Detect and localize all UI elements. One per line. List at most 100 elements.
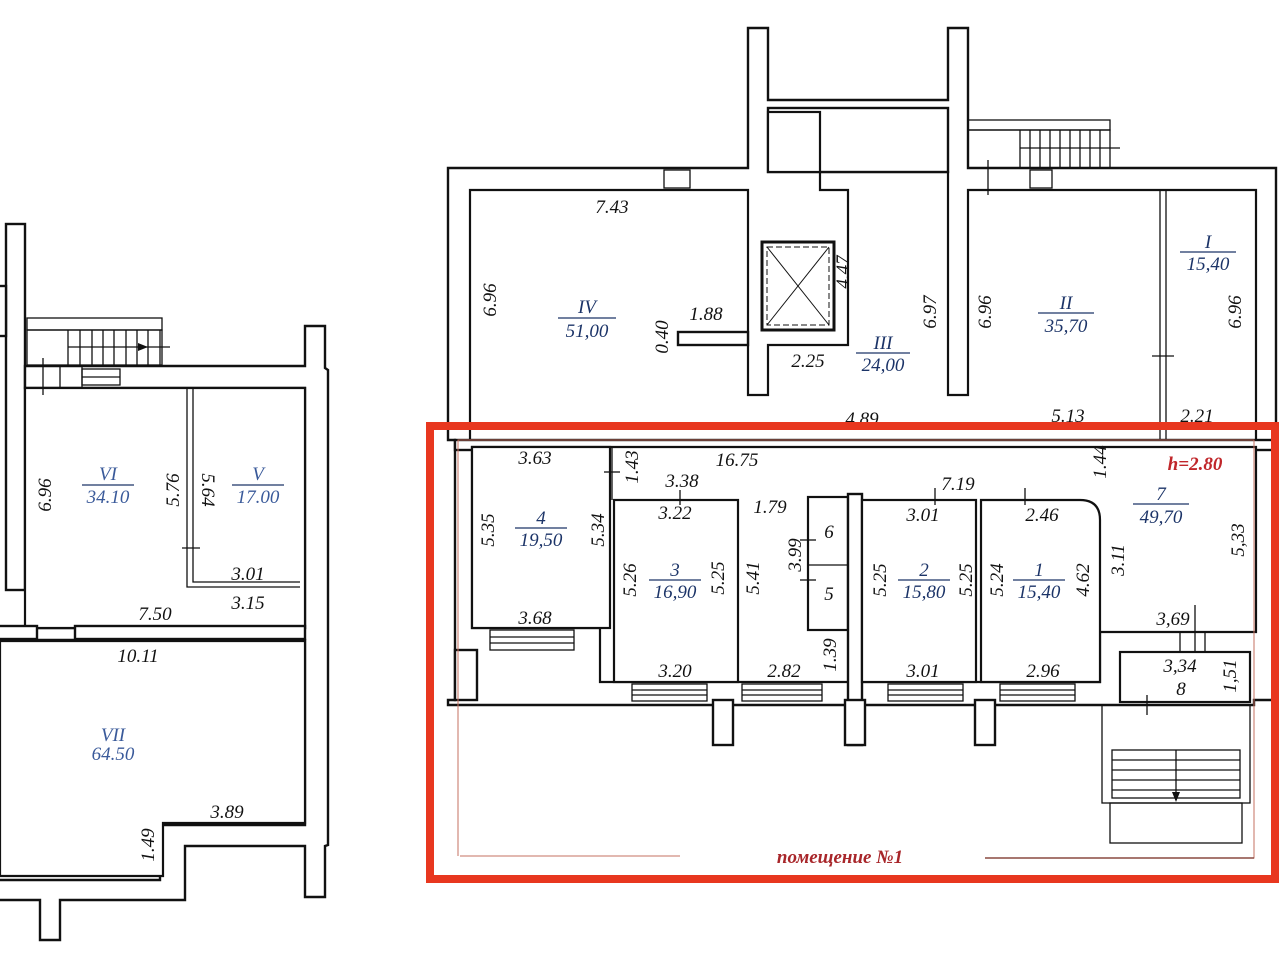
- room-8: [1118, 650, 1252, 704]
- room-VII: [0, 639, 307, 878]
- dim-label: 2.82: [767, 661, 801, 682]
- dim-label: 5.34: [588, 513, 609, 547]
- room-2: [860, 498, 978, 684]
- dim-label: 5.76: [163, 473, 184, 507]
- room-area: 16,90: [654, 582, 697, 603]
- dim-label: 3.15: [230, 593, 264, 614]
- dim-label: 6.96: [480, 283, 501, 317]
- room-number: IV: [577, 297, 598, 318]
- dim-label: 3.68: [517, 608, 552, 629]
- corridor-wall-left: [0, 624, 39, 641]
- dim-label: 2.96: [1026, 661, 1060, 682]
- wall-fragment: [0, 284, 8, 338]
- pier: [973, 698, 997, 747]
- dim-label: 1.44: [1090, 445, 1111, 479]
- dim-label: 5.35: [478, 513, 499, 546]
- room-label-7: 7 49,70: [1133, 484, 1189, 528]
- dim-label: 2.21: [1180, 406, 1213, 427]
- dim-label: 3.38: [664, 471, 699, 492]
- dim-label: 3,34: [1162, 656, 1197, 677]
- dim-label: 7.50: [138, 604, 172, 625]
- room-area: 15,40: [1187, 254, 1230, 275]
- dim-label: 3.89: [209, 802, 244, 823]
- pier: [453, 648, 479, 702]
- dim-label: 5.13: [1051, 406, 1084, 427]
- room-number: II: [1059, 293, 1074, 314]
- room-area: 35,70: [1044, 316, 1088, 337]
- corridor-wall-right: [73, 624, 307, 641]
- entrance-stair: [1101, 695, 1251, 844]
- room-label-6: 6: [824, 522, 834, 543]
- dim-label: 5,33: [1228, 523, 1249, 556]
- dim-label: 5.64: [197, 473, 218, 507]
- pier: [843, 698, 867, 747]
- dim-label: 7.19: [941, 474, 975, 495]
- room-number: 1: [1034, 560, 1044, 581]
- room-number: 4: [536, 508, 546, 529]
- dim-label: 10.11: [117, 646, 158, 667]
- room-label-1: 1 15,40: [1013, 560, 1065, 603]
- room-number: VII: [101, 725, 127, 746]
- room-label-VII: VII 64.50: [92, 725, 135, 765]
- ceiling-height: h=2.80: [1168, 454, 1223, 475]
- dim-label: 3.11: [1108, 544, 1129, 577]
- dim-label: 3,69: [1155, 609, 1190, 630]
- room-area: 15,80: [903, 582, 946, 603]
- dim-label: 0.40: [652, 320, 673, 354]
- room-number: V: [252, 464, 266, 485]
- room-number: 2: [919, 560, 929, 581]
- room-label-VI: VI 34.10: [82, 464, 134, 508]
- room-label-8: 8: [1176, 679, 1186, 700]
- room-number: III: [873, 333, 895, 354]
- windows: [489, 447, 1206, 702]
- dim-label: 3.99: [785, 538, 806, 573]
- dim-label: 5.26: [620, 563, 641, 597]
- dim-label: 1.43: [622, 450, 643, 483]
- dim-label: 3.01: [905, 661, 939, 682]
- dim-label: 6.96: [35, 478, 56, 512]
- room-label-3: 3 16,90: [649, 560, 701, 603]
- dim-label: 3.63: [517, 448, 551, 469]
- room-label-V: V 17.00: [232, 464, 284, 508]
- room-area: 64.50: [92, 744, 135, 765]
- dim-label: 1.79: [753, 497, 787, 518]
- room-label-4: 4 19,50: [515, 508, 567, 551]
- dim-label: 5.25: [708, 561, 729, 594]
- dim-label: 1,51: [1220, 659, 1241, 692]
- premises-highlight: помещение №1 h=2.80: [426, 422, 1279, 883]
- room-number: 7: [1156, 484, 1167, 505]
- premises-caption: помещение №1: [777, 847, 903, 868]
- room-number: VI: [99, 464, 119, 485]
- dim-label: 3.22: [657, 503, 692, 524]
- dim-label: 1.88: [689, 304, 723, 325]
- dim-label: 16.75: [716, 450, 759, 471]
- room-area: 15,40: [1018, 582, 1061, 603]
- premises-dims: 3.63 16.75 1.43 1.44 3.38 7.19 3.22 1.79…: [478, 445, 1249, 693]
- room-label-I: I 15,40: [1180, 232, 1236, 275]
- room-number: I: [1204, 232, 1213, 253]
- closets-5-6: [806, 495, 850, 632]
- room-area: 19,50: [520, 530, 563, 551]
- room-label-2: 2 15,80: [898, 560, 950, 603]
- dim-label: 2.25: [791, 351, 824, 372]
- caption-gap: [445, 856, 1240, 868]
- dim-label: 3.20: [657, 661, 692, 682]
- dim-label: 1.39: [820, 638, 841, 672]
- room-area: 17.00: [237, 487, 280, 508]
- dim-label: 5.24: [987, 563, 1008, 597]
- room-area: 34.10: [86, 487, 130, 508]
- dim-label: 2.46: [1025, 505, 1059, 526]
- shaft-void: [766, 110, 822, 174]
- dim-label: 5.25: [956, 563, 977, 596]
- right-plan: 7.43 6.96 1.88 0.40 4.47 2.25 6.97 6.96 …: [446, 26, 1278, 844]
- stair-left: [26, 317, 170, 395]
- left-wall-pier: [4, 222, 27, 592]
- room-area: 49,70: [1140, 507, 1183, 528]
- room-number: 3: [669, 560, 680, 581]
- dim-label: 5.41: [743, 561, 764, 594]
- dim-label: 3.01: [905, 505, 939, 526]
- stair-arrow-icon: [1172, 792, 1180, 802]
- dim-label: 5.25: [870, 563, 891, 596]
- room-1: [979, 498, 1102, 684]
- room-area: 24,00: [862, 355, 905, 376]
